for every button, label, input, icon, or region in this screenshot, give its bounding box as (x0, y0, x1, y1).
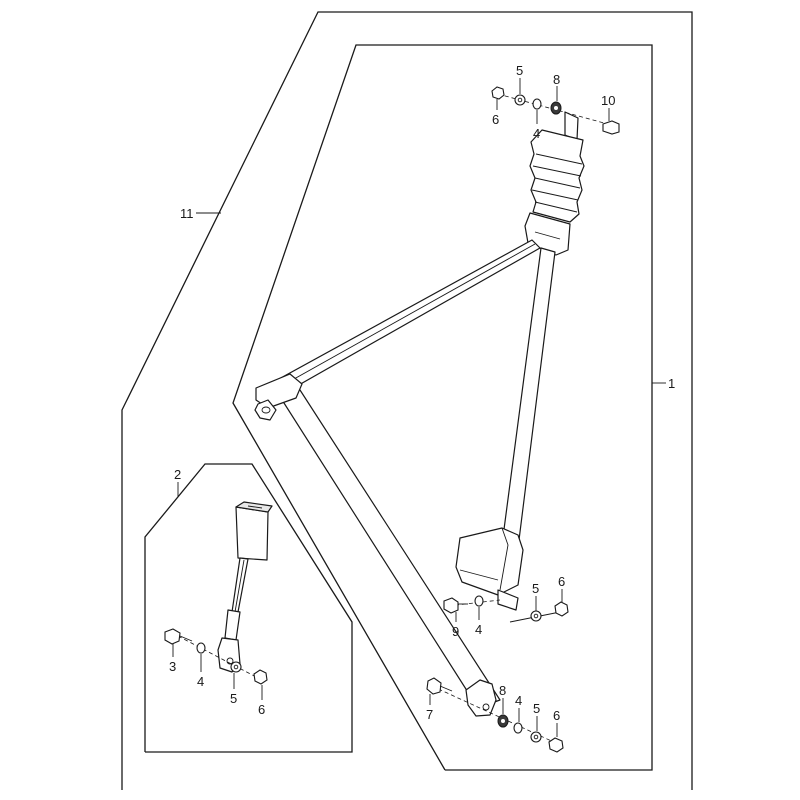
callout-1: 1 (668, 376, 675, 391)
retractor-nut-icon (554, 601, 569, 617)
leader-lines (172, 78, 666, 737)
bottom-washer-5-icon (530, 731, 542, 743)
seat-belt-webbing (267, 239, 556, 709)
retractor-hardware (443, 595, 569, 623)
buckle-washer-5-icon (230, 661, 242, 673)
bottom-washer-4-icon (513, 722, 523, 734)
callout-bottom-5: 5 (533, 701, 540, 716)
retractor-washer-4-icon (474, 595, 484, 607)
callout-top-10: 10 (601, 93, 615, 108)
buckle-washer-4-icon (196, 642, 206, 654)
buckle-sleeve (224, 609, 241, 641)
callout-retractor-5: 5 (532, 581, 539, 596)
buckle-assembly (164, 501, 273, 685)
upper-washer-4-icon (532, 98, 542, 110)
callout-buckle-6: 6 (258, 702, 265, 717)
callout-retractor-4: 4 (475, 622, 482, 637)
callout-top-8: 8 (553, 72, 560, 87)
callout-buckle-5: 5 (230, 691, 237, 706)
assembly-frame-inner (232, 44, 653, 771)
callout-bottom-6: 6 (553, 708, 560, 723)
callout-top-5: 5 (516, 63, 523, 78)
callout-buckle-4: 4 (197, 674, 204, 689)
callout-top-4: 4 (533, 126, 540, 141)
upper-anchor-hardware (491, 86, 620, 141)
callout-bottom-4: 4 (515, 693, 522, 708)
webbing-guide-bellows (529, 129, 585, 223)
assembly-frame-outer (121, 11, 693, 790)
callout-retractor-6: 6 (558, 574, 565, 589)
callout-labels: 11 1 2 5 8 10 6 4 5 6 9 4 3 4 5 6 7 8 4 … (169, 63, 675, 723)
callout-11: 11 (180, 206, 194, 221)
buckle-frame (144, 463, 353, 753)
upper-bolt-icon (602, 120, 620, 135)
upper-washer-5-icon (514, 94, 526, 106)
buckle-nut-icon (253, 669, 268, 685)
bottom-bolt-icon (426, 677, 442, 695)
buckle-bolt-icon (164, 628, 181, 645)
bottom-anchor (426, 677, 564, 753)
callout-buckle-3: 3 (169, 659, 176, 674)
retractor (455, 527, 524, 611)
retractor-washer-5-icon (530, 610, 542, 622)
left-anchor-plate (254, 373, 303, 421)
retractor-bolt-icon (443, 597, 459, 614)
callout-bottom-7: 7 (426, 707, 433, 722)
upper-nut-icon (491, 86, 505, 100)
callout-bottom-8: 8 (499, 683, 506, 698)
callout-top-6: 6 (492, 112, 499, 127)
bottom-nut-icon (548, 737, 564, 753)
buckle-head (235, 506, 269, 561)
callout-retractor-9: 9 (452, 624, 459, 639)
callout-2: 2 (174, 467, 181, 482)
